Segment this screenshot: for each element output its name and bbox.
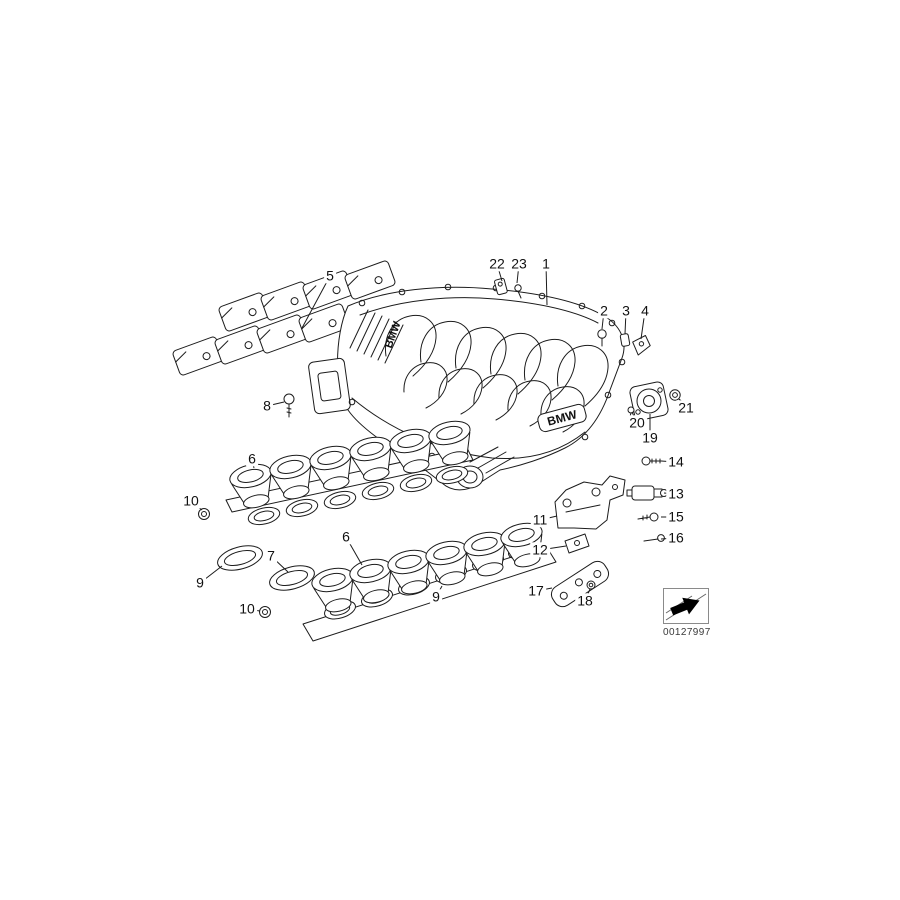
- callout-4: 4: [639, 302, 651, 319]
- callout-22: 22: [487, 255, 507, 272]
- plenum-screw: [283, 393, 295, 418]
- callout-15: 15: [666, 508, 686, 525]
- callout-10: 10: [181, 492, 201, 509]
- callout-5: 5: [324, 267, 336, 284]
- callout-6: 6: [340, 528, 352, 545]
- callout-9: 9: [194, 574, 206, 591]
- callout-14: 14: [666, 453, 686, 470]
- callout-7: 7: [265, 547, 277, 564]
- callout-11: 11: [530, 511, 550, 528]
- clip-and-screw: [494, 277, 522, 299]
- callout-19: 19: [640, 429, 660, 446]
- callout-9: 9: [430, 588, 442, 605]
- bmw-front-badge: BMW: [537, 403, 587, 433]
- direction-icon-box: [663, 588, 709, 624]
- callout-13: 13: [666, 485, 686, 502]
- callout-23: 23: [509, 255, 529, 272]
- callout-18: 18: [575, 592, 595, 609]
- throttle-flange: [308, 357, 351, 415]
- callout-17: 17: [526, 582, 546, 599]
- callout-21: 21: [676, 399, 696, 416]
- footnote-block: 00127997: [663, 588, 713, 638]
- callout-3: 3: [620, 302, 632, 319]
- bracket-gasket: [550, 560, 610, 608]
- callout-6: 6: [246, 450, 258, 467]
- image-number: 00127997: [663, 627, 711, 638]
- support-bracket: [554, 475, 626, 554]
- actuator-group: [627, 381, 686, 421]
- callout-20: 20: [627, 414, 647, 431]
- callout-16: 16: [666, 529, 686, 546]
- callout-2: 2: [598, 302, 610, 319]
- diagonal-arrow-icon: [665, 593, 707, 621]
- callout-8: 8: [261, 397, 273, 414]
- funnel-bank-upper: [225, 417, 478, 528]
- funnel-bank-lower: [302, 519, 557, 642]
- callout-12: 12: [530, 541, 550, 558]
- sensor-and-bolts: [626, 456, 668, 542]
- callout-10: 10: [237, 600, 257, 617]
- callout-1: 1: [540, 255, 552, 272]
